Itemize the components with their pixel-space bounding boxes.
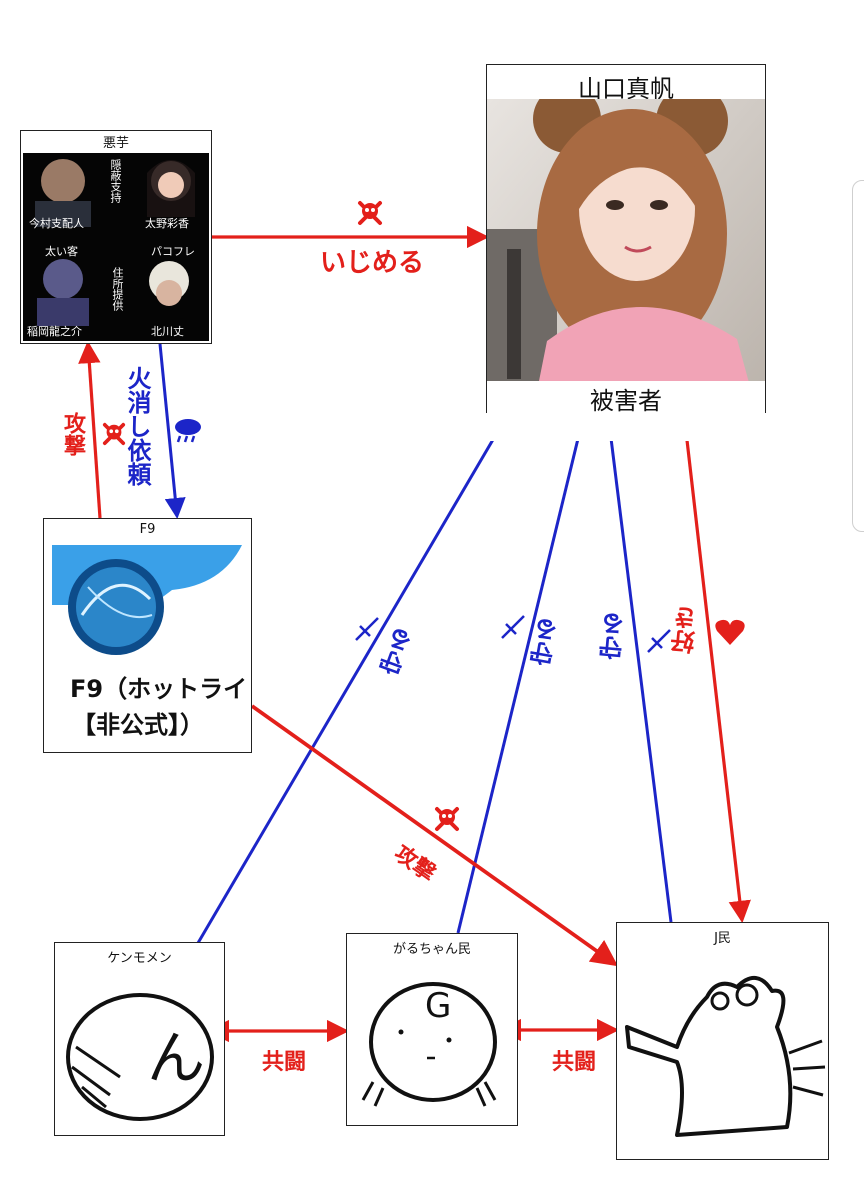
arrow-request <box>158 343 186 519</box>
victim-caption: 被害者 <box>487 381 765 416</box>
kenmo-title: ケンモメン <box>107 951 172 966</box>
skull-crossbones-icon <box>435 807 459 831</box>
person-inaoka: 稲岡龍之介 <box>27 325 82 338</box>
f9-globe-logo <box>52 545 242 655</box>
arrow-protect-jmin <box>599 411 673 923</box>
f9-title: F9 <box>139 522 156 537</box>
f9-name-line2: 【非公式】） <box>72 711 204 739</box>
label-like: 好き <box>669 604 703 656</box>
label-struggle-right: 共闘 <box>552 1050 597 1075</box>
f9-node: F9 F9（ホットライ 【非公式】） <box>43 518 252 753</box>
skull-crossbones-icon <box>358 201 382 225</box>
victim-title: 山口真帆 <box>578 75 674 103</box>
link-cover-support: 隠蔽支持 <box>109 159 122 203</box>
bad-group-node: 悪芋 今村支配人 太野彩香 稲岡龍之介 北川丈 隠蔽支持 太い客 パコフレ 住所… <box>20 130 212 344</box>
arrow-like <box>682 413 751 924</box>
arrow-attack-bad <box>78 340 102 519</box>
arrow-attack-jmin <box>250 704 619 967</box>
heart-icon <box>715 619 745 645</box>
arrow-protect-garu <box>456 411 590 934</box>
link-big-customer: 太い客 <box>45 245 78 258</box>
f9-name-line1: F9（ホットライ <box>70 675 248 703</box>
bad-group-panel <box>23 153 209 341</box>
label-protect-jmin: 守る <box>597 610 631 662</box>
kenmo-node: ケンモメン ん <box>54 942 225 1136</box>
kenmo-face-drawing <box>66 993 214 1121</box>
garu-face-drawing <box>361 982 497 1107</box>
arrow-protect-kenmo <box>196 411 510 944</box>
bad-group-title: 悪芋 <box>102 136 129 151</box>
link-sex-friend: パコフレ <box>151 245 195 258</box>
label-request: 火消し依頼 <box>123 366 151 486</box>
link-address-provided: 住所提供 <box>111 267 124 311</box>
rain-cloud-icon <box>175 419 201 443</box>
sword-icon <box>355 617 379 641</box>
person-ono: 太野彩香 <box>145 217 189 230</box>
label-attack-bad: 攻撃 <box>60 412 85 456</box>
kenmo-face-letter: ん <box>147 1024 206 1092</box>
sword-icon <box>501 615 525 639</box>
jmin-creature-drawing <box>625 976 826 1137</box>
garu-title: がるちゃん民 <box>392 942 471 957</box>
jmin-title: J民 <box>714 931 731 946</box>
person-imamura: 今村支配人 <box>29 217 84 230</box>
label-struggle-left: 共闘 <box>262 1050 307 1075</box>
person-kitagawa: 北川丈 <box>151 325 184 338</box>
label-bully: いじめる <box>320 248 425 278</box>
jmin-node: J民 <box>616 922 829 1160</box>
sword-icon <box>647 629 671 653</box>
side-panel-tab[interactable] <box>852 180 864 532</box>
skull-crossbones-icon <box>102 422 126 446</box>
garu-node: がるちゃん民 G <box>346 933 518 1126</box>
victim-node: 山口真帆 被害者 <box>486 64 766 441</box>
garu-face-letter: G <box>425 986 452 1026</box>
